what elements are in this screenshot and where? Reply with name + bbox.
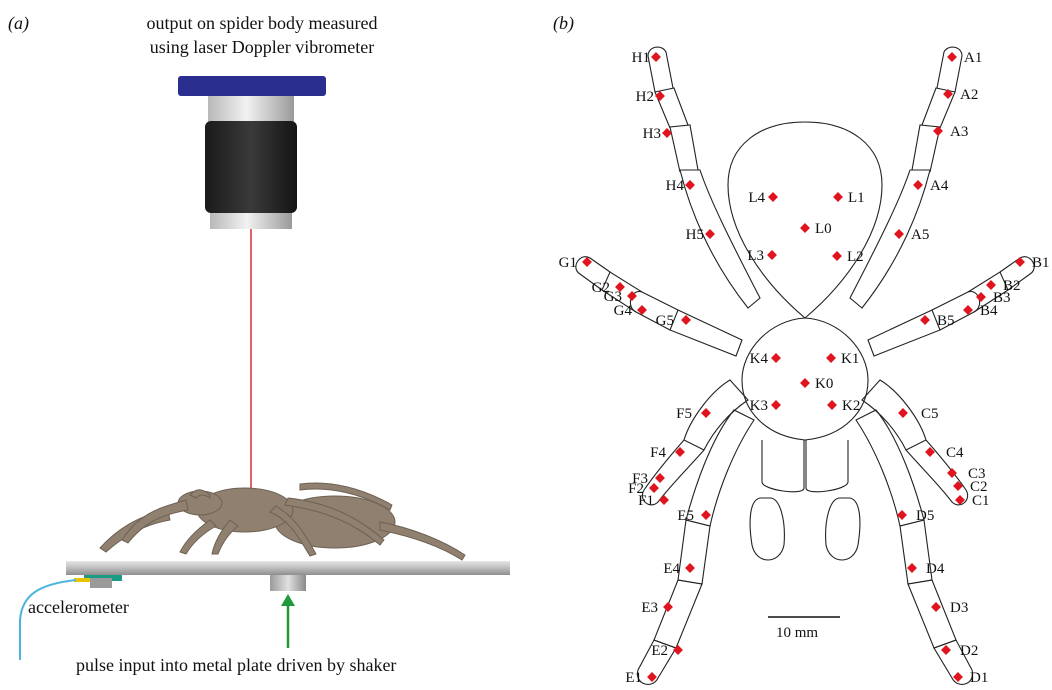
spider-body-outline — [576, 47, 1034, 684]
measurement-point-label: H1 — [632, 50, 650, 66]
measurement-point-marker — [800, 378, 810, 388]
measurement-point-marker — [649, 483, 659, 493]
measurement-point-marker — [663, 602, 673, 612]
measurement-point-label: D2 — [960, 643, 978, 659]
measurement-point-marker — [771, 400, 781, 410]
measurement-point-label: G4 — [614, 303, 633, 319]
measurement-point-label: K3 — [750, 398, 768, 414]
measurement-point-label: E5 — [677, 508, 694, 524]
measurement-point-marker — [673, 645, 683, 655]
measurement-point-marker — [826, 353, 836, 363]
measurement-point-label: E1 — [625, 670, 642, 686]
measurement-point-marker — [920, 315, 930, 325]
measurement-point-marker — [681, 315, 691, 325]
measurement-point-label: L3 — [747, 248, 764, 264]
measurement-point-marker — [832, 251, 842, 261]
measurement-point-marker — [907, 563, 917, 573]
measurement-point-marker — [833, 192, 843, 202]
measurement-point-label: E4 — [663, 561, 680, 577]
measurement-point-marker — [767, 250, 777, 260]
measurement-point-marker — [800, 223, 810, 233]
measurement-point-label: G5 — [656, 313, 674, 329]
measurement-point-label: F4 — [650, 445, 666, 461]
measurement-point-marker — [685, 180, 695, 190]
measurement-point-label: C4 — [946, 445, 964, 461]
measurement-point-label: A3 — [950, 124, 968, 140]
measurement-point-label: L2 — [847, 249, 864, 265]
measurement-point-marker — [986, 280, 996, 290]
measurement-point-label: D5 — [916, 508, 934, 524]
measurement-point-label: E2 — [651, 643, 668, 659]
measurement-point-label: C3 — [968, 466, 986, 482]
measurement-point-marker — [943, 89, 953, 99]
measurement-point-label: H2 — [636, 89, 654, 105]
measurement-point-label: A2 — [960, 87, 978, 103]
measurement-point-marker — [947, 52, 957, 62]
measurement-point-label: H3 — [643, 126, 661, 142]
measurement-point-marker — [827, 400, 837, 410]
measurement-point-label: K2 — [842, 398, 860, 414]
measurement-point-marker — [655, 473, 665, 483]
measurement-point-marker — [913, 180, 923, 190]
measurement-point-label: K4 — [750, 351, 769, 367]
measurement-point-label: D4 — [926, 561, 945, 577]
measurement-point-marker — [771, 353, 781, 363]
measurement-point-label: D1 — [970, 670, 988, 686]
measurement-point-marker — [933, 126, 943, 136]
measurement-point-marker — [685, 563, 695, 573]
measurement-point-label: C1 — [972, 493, 990, 509]
measurement-point-label: H5 — [686, 227, 704, 243]
measurement-point-label: F5 — [676, 406, 692, 422]
measurement-point-marker — [768, 192, 778, 202]
measurement-point-label: C5 — [921, 406, 939, 422]
measurement-point-label: H4 — [666, 178, 685, 194]
measurement-point-label: L0 — [815, 221, 832, 237]
measurement-point-marker — [701, 510, 711, 520]
measurement-point-marker — [898, 408, 908, 418]
measurement-point-label: B4 — [980, 303, 998, 319]
measurement-point-label: A4 — [930, 178, 949, 194]
measurement-point-marker — [701, 408, 711, 418]
measurement-point-marker — [647, 672, 657, 682]
measurement-point-marker — [651, 52, 661, 62]
measurement-points: H1H2H3H4H5A1A2A3A4A5G1G2G3G4G5B1B2B3B4B5… — [559, 50, 1050, 686]
measurement-point-marker — [1015, 257, 1025, 267]
measurement-point-marker — [659, 495, 669, 505]
measurement-point-label: B5 — [937, 313, 955, 329]
measurement-point-label: D3 — [950, 600, 968, 616]
measurement-point-label: G1 — [559, 255, 577, 271]
measurement-point-marker — [941, 645, 951, 655]
measurement-point-marker — [953, 481, 963, 491]
measurement-point-marker — [931, 602, 941, 612]
measurement-point-label: F3 — [632, 471, 648, 487]
measurement-point-marker — [705, 229, 715, 239]
measurement-point-label: E3 — [641, 600, 658, 616]
measurement-point-marker — [655, 91, 665, 101]
measurement-point-label: K1 — [841, 351, 859, 367]
measurement-point-label: B1 — [1032, 255, 1050, 271]
measurement-point-marker — [894, 229, 904, 239]
measurement-point-label: L1 — [848, 190, 865, 206]
measurement-point-label: K0 — [815, 376, 833, 392]
measurement-point-label: A5 — [911, 227, 929, 243]
measurement-point-marker — [953, 672, 963, 682]
measurement-point-label: L4 — [748, 190, 765, 206]
measurement-point-marker — [976, 292, 986, 302]
measurement-point-label: A1 — [964, 50, 982, 66]
